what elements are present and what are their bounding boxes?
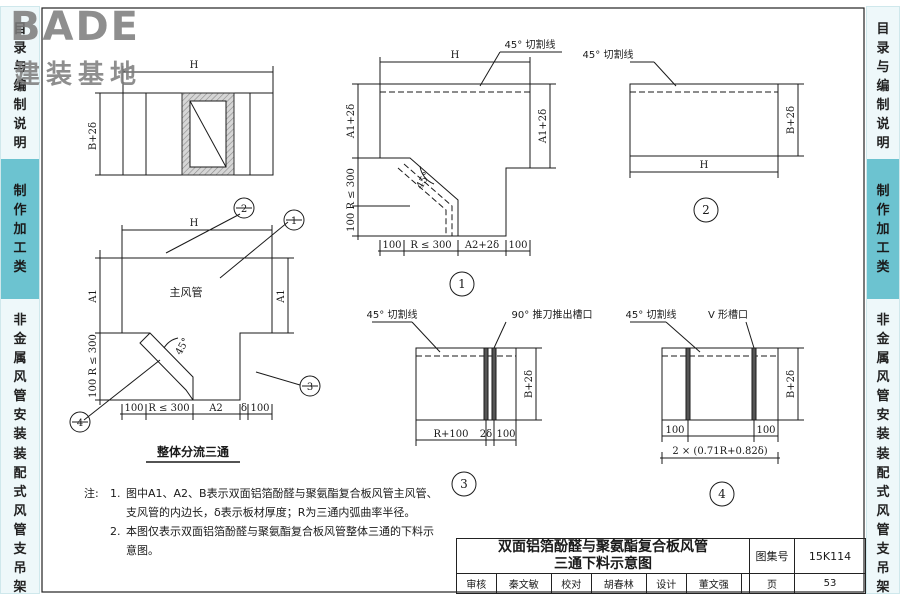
part1-A1-label: A1+2δ [346,104,357,139]
logo-subtitle: 建装基地 [14,60,143,90]
right-tab-fabrication[interactable]: 制作加工类 [867,159,899,299]
callout-sub-1-text: 1 [291,216,297,227]
callout-sub-3-text: 3 [307,382,313,393]
part-4-view [630,321,804,464]
part3-100-label: 100 [496,429,515,440]
tee-bottom-100-label: 100 [124,403,143,414]
right-tab-support[interactable]: 装配式风管支吊架 [876,447,890,595]
design-label: 设计 [646,573,687,594]
part3-R100-label: R+100 [434,429,469,440]
part1-vertical-label: 100 R ≤ 300 [346,168,357,232]
duct-section-view [95,66,274,176]
notes-block: 注: 1. 图中A1、A2、B表示双面铝箔酚醛与聚氨酯复合板风管主风管、支风管的… [84,484,444,560]
title-block: 双面铝箔酚醛与聚氨酯复合板风管 三通下料示意图 图集号 15K114 审核 秦文… [456,538,866,594]
tee-bottom-delta-label: δ [241,403,247,414]
callout-3-text: 3 [460,477,468,491]
check-label: 校对 [551,573,592,594]
part1-bottom-A2-label: A2+2δ [464,240,499,251]
tee-bottom-A2-label: A2 [208,403,223,414]
section-B2d-label: B+2δ [88,122,99,150]
part4-B2d-label: B+2δ [786,370,797,398]
tee-bottom-100b-label: 100 [250,403,269,414]
note-1-text: 图中A1、A2、B表示双面铝箔酚醛与聚氨酯复合板风管主风管、支风管的内边长，δ表… [126,487,438,519]
callout-2 [693,197,719,223]
reviewer-name: 秦文敏 [495,573,553,594]
part3-push-label: 90° 推刀推出槽口 [512,308,593,321]
part3-B2d-label: B+2δ [524,370,535,398]
part2-H-label: H [700,160,709,171]
part1-A1-right-label: A1+2δ [538,109,549,144]
whole-tee-view [83,213,301,421]
part1-bottom-100-label: 100 [382,240,401,251]
title-line-1: 双面铝箔酚醛与聚氨酯复合板风管 [498,539,708,555]
bade-logo: BADE 建装基地 [6,4,176,90]
part2-B2d-label: B+2δ [786,106,797,134]
callout-sub-2-text: 2 [241,204,247,215]
part1-H-label: H [451,50,460,61]
part-2-view [629,61,804,178]
callout-4 [709,481,735,507]
callout-1-text: 1 [458,277,466,291]
note-2-text: 本图仅表示双面铝箔酚醛与聚氨酯复合板风管整体三通的下料示意图。 [126,525,434,557]
right-tab-contents[interactable]: 目录与编制说明 [876,21,890,151]
atlas-number: 15K114 [794,538,866,574]
logo-brand: BADE [10,4,140,50]
left-tab-fabrication[interactable]: 制作加工类 [1,159,39,299]
tee-angle-label: 45° [174,336,192,357]
callout-sub-1 [283,209,305,231]
part1-bottom-100b-label: 100 [508,240,527,251]
callout-4-text: 4 [718,487,726,501]
tee-H-label: H [190,218,199,229]
part4-v-label: V 形槽口 [708,308,748,321]
tee-A1-left-label: A1 [88,289,99,304]
callout-1 [449,271,475,297]
callout-sub-4 [69,411,91,433]
tee-A1-right-label: A1 [276,289,287,304]
part1-cut-label: 45° 切割线 [505,38,556,51]
part1-angle-label: 45° [415,170,433,191]
callout-2-text: 2 [702,203,710,217]
part2-cut-label: 45° 切割线 [583,48,634,61]
callout-sub-4-text: 4 [77,418,83,429]
section-H-label: H [190,60,199,71]
part3-cut-label: 45° 切割线 [367,308,418,321]
left-tab-nonmetal-install[interactable]: 非金属风管安装 [13,312,27,442]
left-tab-contents[interactable]: 目录与编制说明 [13,21,27,151]
review-label: 审核 [456,573,497,594]
part4-formula-label: 2 × (0.71R+0.82δ) [672,446,767,457]
drawing-title: 双面铝箔酚醛与聚氨酯复合板风管 三通下料示意图 [456,538,750,574]
tee-bottom-r-label: R ≤ 300 [148,403,189,414]
part-3-view [372,321,542,446]
callout-3 [451,471,477,497]
designer-name: 董文强 [685,573,743,594]
left-tab-support[interactable]: 装配式风管支吊架 [13,447,27,595]
checker-name: 胡春林 [590,573,648,594]
atlas-label: 图集号 [749,538,795,574]
part3-2d-label: 2δ [480,429,492,440]
part4-cut-label: 45° 切割线 [626,308,677,321]
sheet-border [41,7,865,593]
note-1-number: 1. [110,487,121,500]
part4-100-right-label: 100 [756,425,775,436]
main-duct-label: 主风管 [170,285,203,299]
right-tab-nonmetal-install[interactable]: 非金属风管安装 [876,312,890,442]
page-label: 页 [749,573,795,594]
callout-sub-3 [299,375,321,397]
page-number: 53 [794,573,866,594]
callout-sub-2 [233,197,255,219]
part1-bottom-r-label: R ≤ 300 [410,240,451,251]
part4-100-left-label: 100 [665,425,684,436]
title-line-2: 三通下料示意图 [554,556,652,572]
note-2-number: 2. [110,525,121,538]
tee-vertical-100r-label: 100 R ≤ 300 [88,334,99,398]
notes-prefix: 注: [84,487,99,500]
whole-tee-caption: 整体分流三通 [156,444,229,459]
right-tab-bar: 目录与编制说明 制作加工类 非金属风管安装 装配式风管支吊架 [866,6,900,595]
left-tab-bar: 目录与编制说明 制作加工类 非金属风管安装 装配式风管支吊架 [0,6,40,595]
part-1-view [352,51,562,256]
